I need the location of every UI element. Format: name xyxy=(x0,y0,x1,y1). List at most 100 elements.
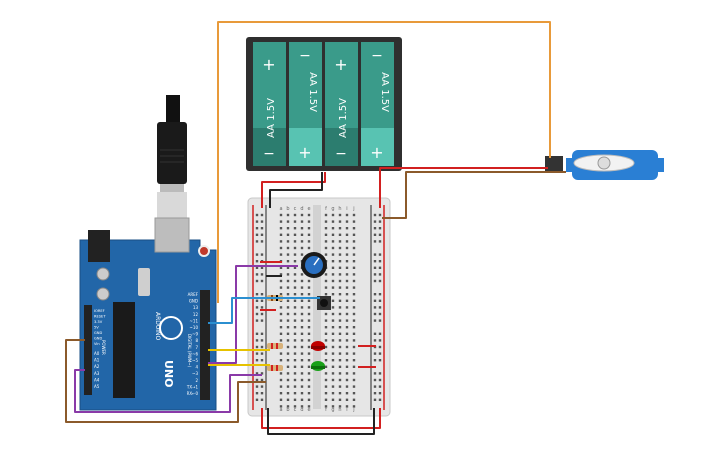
reset-button[interactable] xyxy=(198,245,210,257)
analog-pin-label: A0 xyxy=(94,351,100,356)
power-pin-label: 3.3V xyxy=(94,320,103,324)
power-pin-label: IOREF xyxy=(94,309,105,313)
servo-motor[interactable] xyxy=(545,150,664,180)
power-pin-label: 5V xyxy=(94,326,99,330)
led-red xyxy=(311,341,325,351)
digital-pin-label: 2 xyxy=(195,378,198,383)
atmega-chip xyxy=(113,302,135,398)
arduino-logo xyxy=(159,316,183,340)
capacitor xyxy=(96,267,110,281)
servo-connector xyxy=(545,156,563,172)
analog-pin-label: A5 xyxy=(94,384,100,389)
wires xyxy=(65,21,566,435)
power-pin-label: RESET xyxy=(94,315,106,319)
breadboard-column-label: i xyxy=(346,407,347,413)
digital-pin-label: AREF xyxy=(188,292,199,297)
digital-pin-label: RX←0 xyxy=(187,391,199,396)
wire-battery-negative xyxy=(269,172,323,208)
digital-pin-label: ~5 xyxy=(192,358,198,363)
digital-header xyxy=(200,290,210,400)
wire-battery-positive xyxy=(261,172,326,208)
battery-3: + − AA 1.5V xyxy=(325,42,358,166)
battery-label: AA 1.5V xyxy=(307,72,318,112)
digital-pin-label: 12 xyxy=(193,312,199,317)
power-analog-header xyxy=(84,305,92,395)
breadboard-column-label: b xyxy=(286,206,289,212)
battery-minus: − xyxy=(299,48,311,64)
breadboard-column-label: g xyxy=(331,407,334,413)
breadboard-column-label: c xyxy=(294,206,297,212)
digital-pin-label: ~10 xyxy=(190,325,199,330)
breadboard-column-label: j xyxy=(352,206,354,212)
breadboard-column-label: a xyxy=(279,206,282,212)
breadboard-column-label: e xyxy=(307,407,310,413)
arduino-uno: UNO ARDUINO DIGITAL (PWM~) POWER AREF GND… xyxy=(79,217,217,411)
wire-button xyxy=(208,297,320,324)
digital-pin-label: 7 xyxy=(195,345,198,350)
battery-plus: + xyxy=(370,143,383,162)
power-pin-label: GND xyxy=(94,331,102,335)
board-brand: ARDUINO xyxy=(154,312,161,341)
digital-pin-label: ~9 xyxy=(192,332,198,337)
breadboard-column-label: i xyxy=(346,206,347,212)
digital-pin-label: GND xyxy=(189,299,198,304)
analog-pin-label: A1 xyxy=(94,358,100,363)
barrel-jack xyxy=(88,230,110,262)
breadboard-column-label: f xyxy=(325,407,327,413)
digital-pin-label: ~11 xyxy=(190,318,199,323)
digital-pin-label: 8 xyxy=(195,338,198,343)
wire-analog xyxy=(74,369,262,413)
potentiometer[interactable] xyxy=(301,252,327,278)
power-header-label: POWER xyxy=(101,340,106,355)
breadboard-column-label: d xyxy=(300,206,303,212)
digital-pin-label: ~6 xyxy=(192,351,198,356)
battery-plus: + xyxy=(298,143,311,162)
breadboard-column-label: g xyxy=(331,206,334,212)
breadboard-column-label: f xyxy=(325,206,327,212)
digital-pin-label: TX→1 xyxy=(186,384,199,389)
wire-servo-signal xyxy=(217,21,551,303)
breadboard-holes xyxy=(255,213,382,408)
breadboard-column-label: j xyxy=(352,407,354,413)
battery-minus: − xyxy=(335,146,347,162)
wire-servo-ground xyxy=(382,171,566,219)
wire-servo-power xyxy=(379,167,548,208)
battery-1: + − AA 1.5V xyxy=(253,42,286,166)
wire-rail-bridge-black xyxy=(267,408,375,435)
breadboard-column-label: h xyxy=(338,206,341,212)
breadboard-column-label: a xyxy=(279,407,282,413)
breadboard-column-label: c xyxy=(294,407,297,413)
breadboard-column-label: d xyxy=(300,407,303,413)
led-green xyxy=(311,361,325,371)
wire-rail-bridge-red xyxy=(261,408,381,429)
pushbutton[interactable] xyxy=(317,296,331,310)
power-pin-label: Vin xyxy=(94,342,100,346)
breadboard-column-label: h xyxy=(338,407,341,413)
breadboard-column-label: e xyxy=(307,206,310,212)
analog-pin-label: A3 xyxy=(94,371,100,376)
crystal xyxy=(138,268,150,296)
analog-pin-label: A4 xyxy=(94,377,100,382)
analog-pin-label: A2 xyxy=(94,364,100,369)
battery-label: AA 1.5V xyxy=(338,98,349,138)
digital-header-label: DIGITAL (PWM~) xyxy=(187,334,192,368)
digital-pin-label: 13 xyxy=(193,305,199,310)
usb-cable xyxy=(157,95,187,218)
battery-label: AA 1.5V xyxy=(379,72,390,112)
digital-pin-label: 4 xyxy=(195,365,198,370)
wire-pot xyxy=(208,265,298,364)
board-model: UNO xyxy=(162,360,175,388)
breadboard-column-label: b xyxy=(286,407,289,413)
resistor xyxy=(267,365,283,371)
battery-plus: + xyxy=(334,55,347,74)
battery-minus: − xyxy=(371,48,383,64)
wire-gnd xyxy=(65,339,266,423)
digital-pin-label: ~3 xyxy=(192,371,198,376)
battery-2: + − AA 1.5V xyxy=(289,42,322,166)
